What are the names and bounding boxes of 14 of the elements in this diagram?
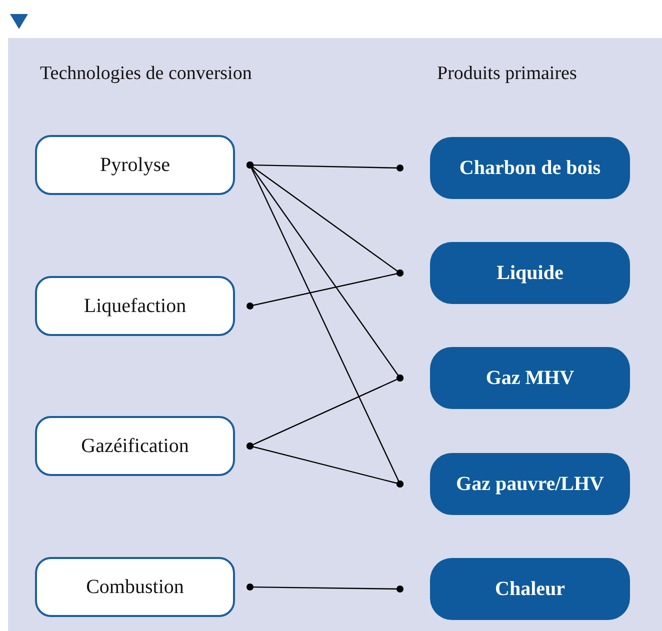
technology-box: Pyrolyse: [35, 135, 235, 195]
product-pill: Gaz pauvre/LHV: [430, 453, 630, 515]
connector-line: [246, 584, 404, 592]
product-pill: Liquide: [430, 242, 630, 304]
product-pill: Charbon de bois: [430, 137, 630, 199]
product-pill: Chaleur: [430, 558, 630, 620]
technology-box: Liquefaction: [35, 276, 235, 336]
connector-line: [246, 442, 404, 488]
column-heading: Produits primaires: [437, 63, 577, 85]
product-pill: Gaz MHV: [430, 347, 630, 409]
technology-box: Combustion: [35, 557, 235, 617]
technology-box: Gazéification: [35, 416, 235, 476]
connector-line: [246, 270, 404, 310]
column-heading: Technologies de conversion: [40, 63, 252, 85]
